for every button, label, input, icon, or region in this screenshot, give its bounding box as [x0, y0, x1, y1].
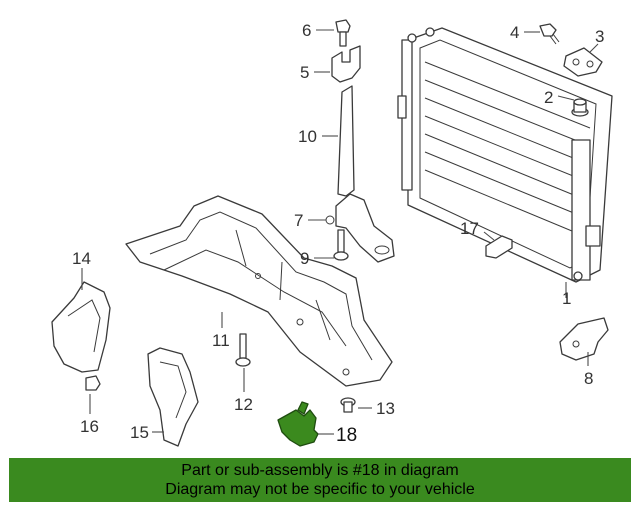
grommet-part-2[interactable] [571, 98, 589, 117]
callout-8: 8 [584, 369, 593, 388]
callout-3: 3 [595, 27, 604, 46]
callout-18: 18 [336, 425, 357, 446]
bolt-part-4[interactable] [539, 23, 560, 45]
shroud-part-11[interactable] [125, 195, 393, 387]
guide-part-14[interactable] [51, 281, 111, 373]
banner-line-1: Part or sub-assembly is #18 in diagram [181, 462, 459, 479]
callout-17: 17 [460, 219, 479, 238]
bolt-part-6[interactable] [335, 19, 351, 47]
callout-labels: 1 2 3 4 5 6 7 8 9 10 11 12 13 14 15 16 1… [72, 21, 604, 446]
callout-13: 13 [376, 399, 395, 418]
leader-lines [81, 29, 599, 435]
callout-6: 6 [302, 21, 311, 40]
bolt-part-12[interactable] [235, 333, 251, 367]
bolt-part-16[interactable] [85, 375, 101, 391]
guide-part-15[interactable] [147, 347, 199, 447]
mount-part-7[interactable] [325, 193, 395, 263]
callout-9: 9 [300, 249, 309, 268]
callout-15: 15 [130, 423, 149, 442]
bracket-part-3[interactable] [563, 47, 603, 77]
callout-2: 2 [544, 88, 553, 107]
clip-part-13[interactable] [340, 397, 356, 413]
callout-1: 1 [562, 289, 571, 308]
callout-14: 14 [72, 249, 91, 268]
bracket-part-8[interactable] [559, 317, 609, 361]
clip-part-5[interactable] [331, 45, 361, 83]
callout-12: 12 [234, 395, 253, 414]
radiator-part-1[interactable] [397, 27, 613, 283]
highlighted-part-18[interactable] [277, 401, 319, 447]
callout-16: 16 [80, 417, 99, 436]
banner-line-2: Diagram may not be specific to your vehi… [165, 481, 475, 498]
info-banner: Part or sub-assembly is #18 in diagram D… [9, 458, 631, 502]
callout-7: 7 [294, 211, 303, 230]
seal-part-10[interactable] [337, 85, 355, 197]
callout-5: 5 [300, 63, 309, 82]
bolt-part-9[interactable] [333, 229, 349, 261]
callout-10: 10 [298, 127, 317, 146]
callout-11: 11 [212, 331, 230, 350]
sensor-part-17[interactable] [485, 235, 513, 259]
callout-4: 4 [510, 23, 519, 42]
